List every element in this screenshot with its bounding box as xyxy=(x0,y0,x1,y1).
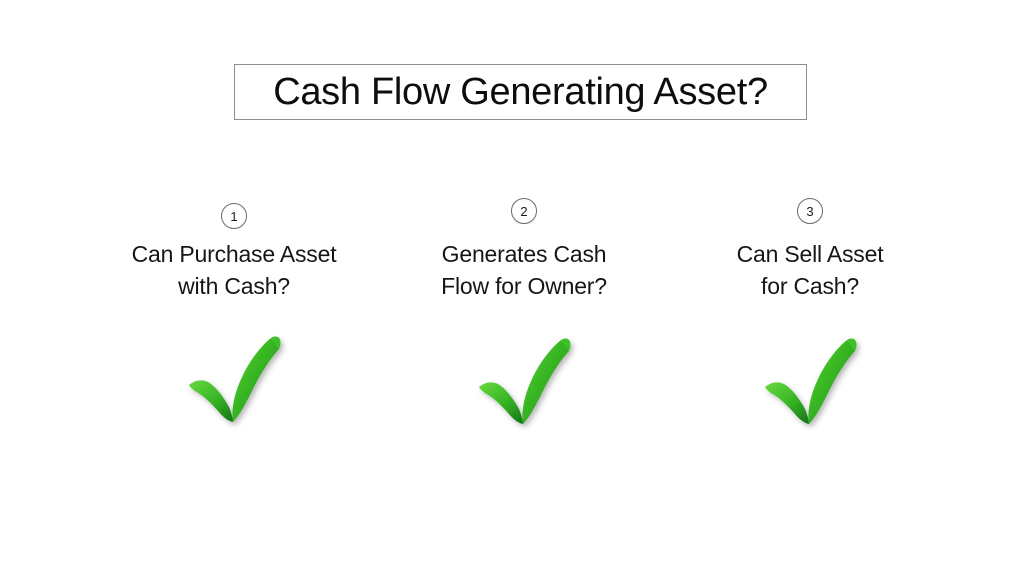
criterion-column-1: 1 Can Purchase Asset with Cash? xyxy=(84,198,384,432)
criterion-label-1: Can Purchase Asset with Cash? xyxy=(131,241,337,299)
step-number-3: 3 xyxy=(806,203,814,219)
green-checkmark-icon-2 xyxy=(469,324,579,434)
step-badge-2: 2 xyxy=(511,198,537,224)
step-number-1: 1 xyxy=(230,208,238,224)
step-number-2: 2 xyxy=(520,203,528,219)
green-checkmark-icon-1 xyxy=(179,322,289,432)
step-badge-1: 1 xyxy=(221,203,247,229)
criterion-label-2: Generates Cash Flow for Owner? xyxy=(441,241,607,299)
criterion-label-3: Can Sell Asset for Cash? xyxy=(736,241,884,299)
title-box: Cash Flow Generating Asset? xyxy=(234,64,807,120)
green-checkmark-icon-3 xyxy=(755,324,865,434)
criterion-column-3: 3 Can Sell Asset for Cash? xyxy=(660,198,960,434)
page-title: Cash Flow Generating Asset? xyxy=(273,71,768,113)
step-badge-3: 3 xyxy=(797,198,823,224)
criterion-column-2: 2 Generates Cash Flow for Owner? xyxy=(374,198,674,434)
